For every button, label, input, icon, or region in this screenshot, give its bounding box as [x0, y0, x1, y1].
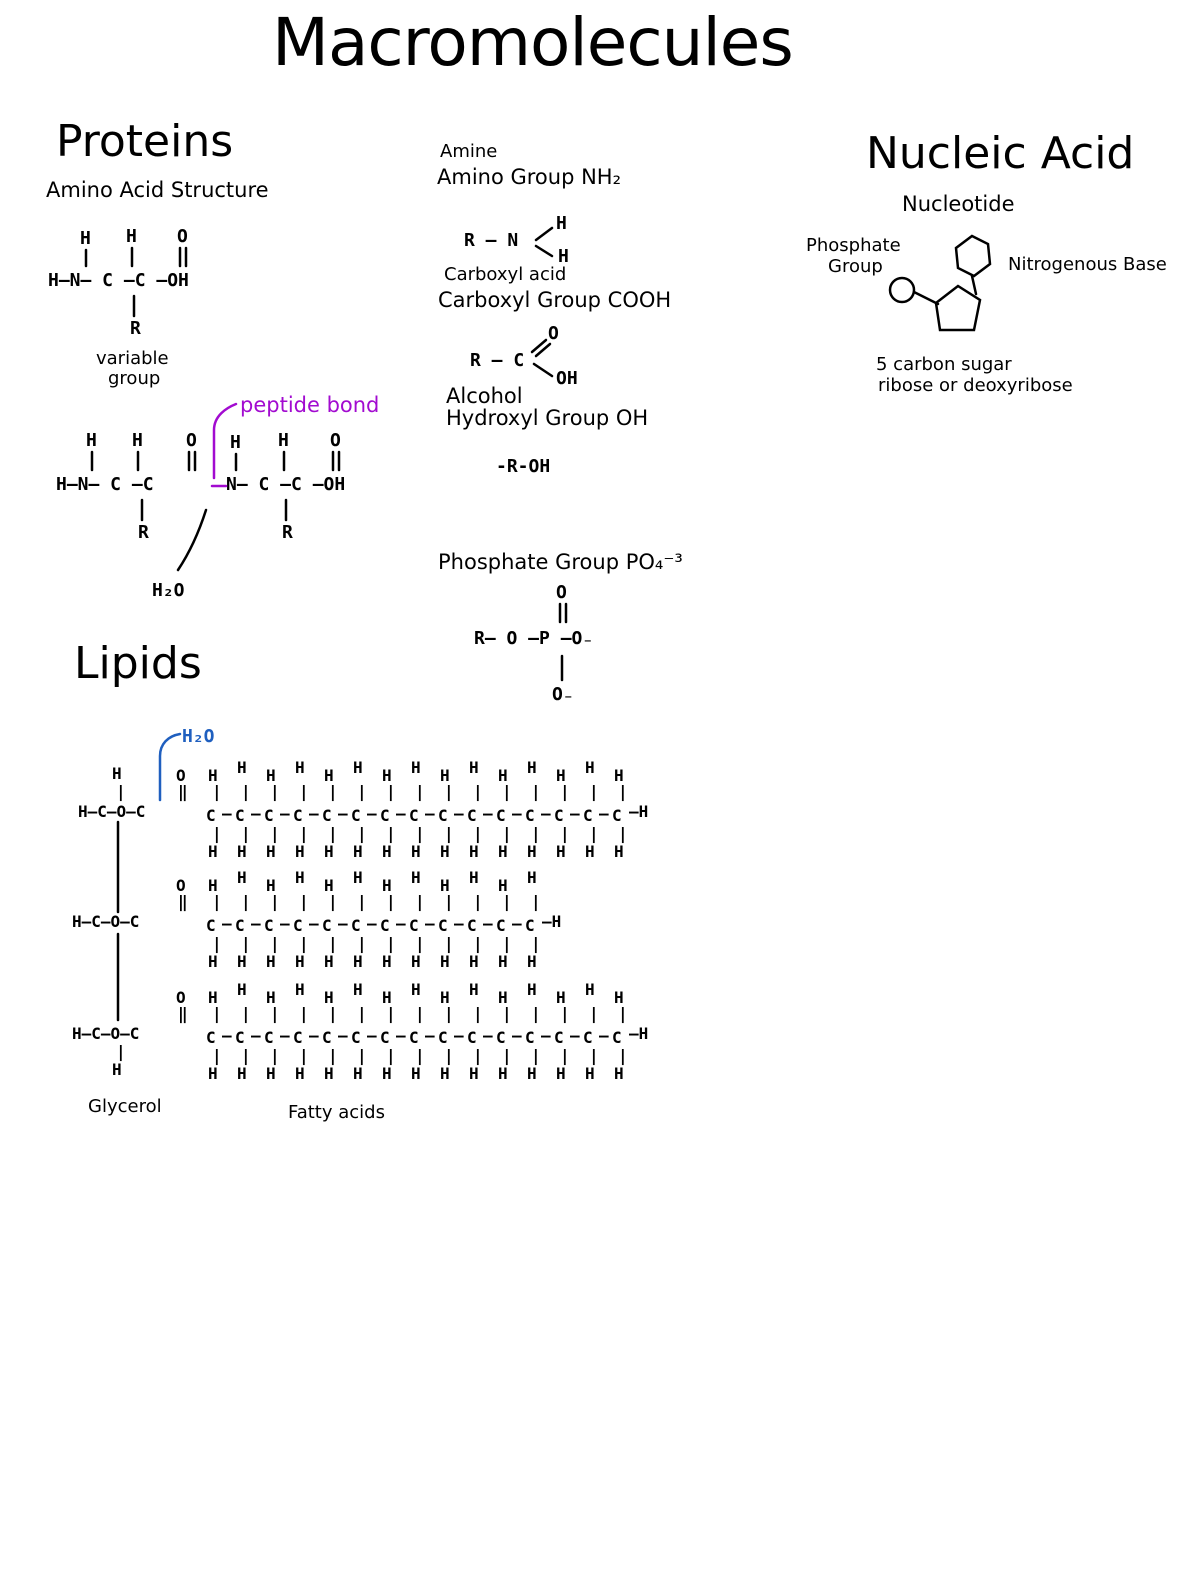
phosphate-group-label: Phosphate Group PO₄⁻³ — [438, 550, 683, 574]
proteins-heading: Proteins — [56, 116, 234, 167]
page-title: Macromolecules — [272, 4, 794, 81]
nucleic-acid-heading: Nucleic Acid — [866, 128, 1135, 179]
nitrogenous-base-label: Nitrogenous Base — [1008, 254, 1167, 275]
phosphate-group-nucleotide-label-2: Group — [828, 256, 883, 277]
variable-group-label-1: variable — [96, 348, 169, 369]
sugar-label-1: 5 carbon sugar — [876, 354, 1012, 375]
amino-group-label: Amino Group NH₂ — [437, 165, 622, 189]
carboxyl-acid-label: Carboxyl acid — [444, 264, 567, 285]
hydroxyl-group-label: Hydroxyl Group OH — [446, 406, 649, 430]
variable-group-label-2: group — [108, 368, 161, 389]
amine-label: Amine — [440, 141, 498, 162]
lipids-heading: Lipids — [74, 638, 202, 689]
protein-water-label: H₂O — [152, 580, 185, 601]
lipid-water-label: H₂O — [182, 726, 215, 747]
sugar-label-2: ribose or deoxyribose — [878, 375, 1073, 396]
hydroxyl-formula: -R-OH — [496, 456, 551, 477]
peptide-bond-label: peptide bond — [240, 393, 380, 417]
fatty-acids-label: Fatty acids — [288, 1102, 385, 1123]
phosphate-group-nucleotide-label-1: Phosphate — [806, 235, 901, 256]
nucleotide-label: Nucleotide — [902, 192, 1015, 216]
carboxyl-group-label: Carboxyl Group COOH — [438, 288, 672, 312]
alcohol-label: Alcohol — [446, 384, 523, 408]
glycerol-label: Glycerol — [88, 1096, 162, 1117]
amino-acid-structure-label: Amino Acid Structure — [46, 178, 269, 202]
